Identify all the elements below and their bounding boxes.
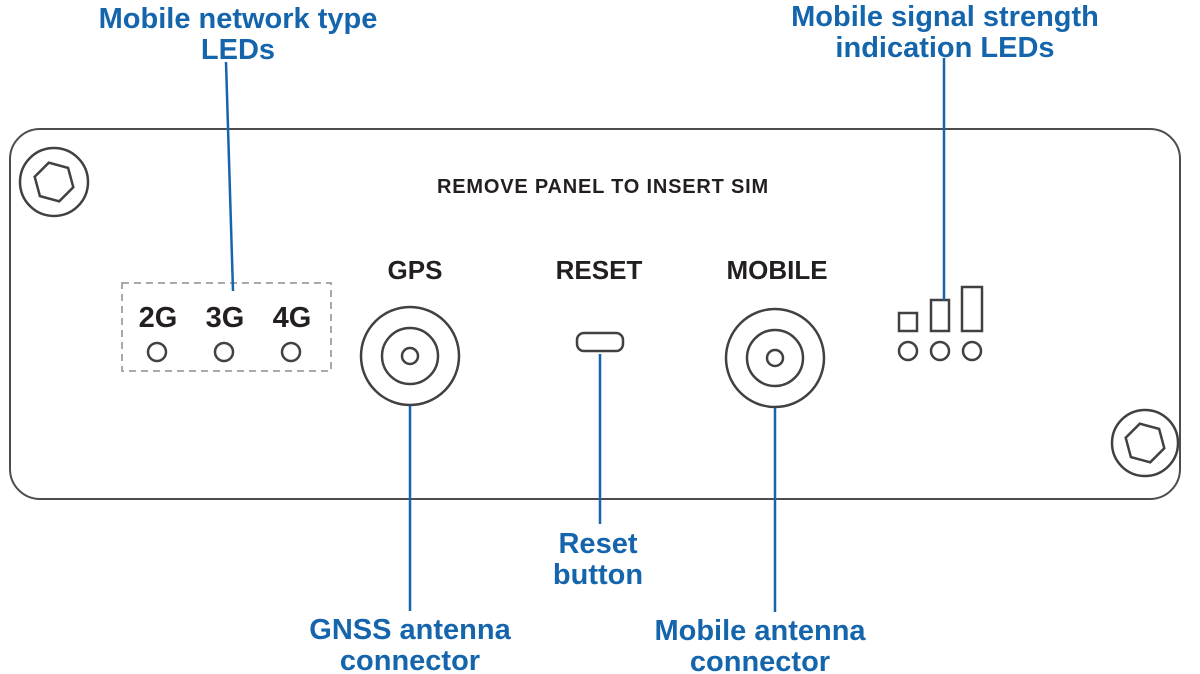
callout-text-line: connector [339, 645, 481, 674]
callout-text-line: button [552, 559, 644, 591]
signal-strength-bars-icon [897, 285, 984, 333]
reset-button-label: RESET [555, 255, 643, 285]
signal-led-1-icon [897, 340, 919, 362]
signal-led-3-icon [961, 340, 983, 362]
led-3g-icon [213, 341, 235, 363]
led-2g-icon [146, 341, 168, 363]
gps-connector-label: GPS [387, 255, 443, 285]
callout-network-type-leds: Mobile network type LEDs [99, 4, 378, 66]
network-leds-dashed-box [121, 282, 332, 372]
callout-text-line: Mobile antenna [654, 615, 866, 647]
callout-text-line: Mobile signal strength [791, 1, 1099, 33]
mobile-connector-label: MOBILE [726, 255, 828, 285]
callout-text-line: connector [689, 646, 831, 674]
callout-text-line: Reset [558, 528, 638, 560]
screw-top-left-icon [18, 146, 90, 218]
network-type-label-2g: 2G [138, 302, 178, 334]
sim-panel-notice: REMOVE PANEL TO INSERT SIM [437, 176, 769, 198]
mobile-connector-icon [724, 307, 826, 409]
screw-bottom-right-icon [1110, 408, 1180, 478]
gps-connector-icon [359, 305, 461, 407]
network-type-label-4g: 4G [272, 302, 312, 334]
network-type-label-3g: 3G [205, 302, 245, 334]
callout-reset-button: Reset button [553, 529, 643, 591]
callout-text-line: LEDs [200, 34, 276, 66]
signal-led-2-icon [929, 340, 951, 362]
callout-gnss-antenna-connector: GNSS antenna connector [309, 615, 510, 674]
pointer-line-network-leds [224, 61, 235, 292]
callout-text-line: Mobile network type [98, 3, 378, 35]
callout-signal-strength-leds: Mobile signal strength indication LEDs [791, 2, 1099, 64]
led-4g-icon [280, 341, 302, 363]
device-panel-outline [9, 128, 1181, 500]
reset-button-icon [575, 331, 625, 353]
callout-text-line: GNSS antenna [309, 614, 511, 646]
callout-mobile-antenna-connector: Mobile antenna connector [654, 616, 865, 674]
callout-text-line: indication LEDs [835, 32, 1055, 64]
